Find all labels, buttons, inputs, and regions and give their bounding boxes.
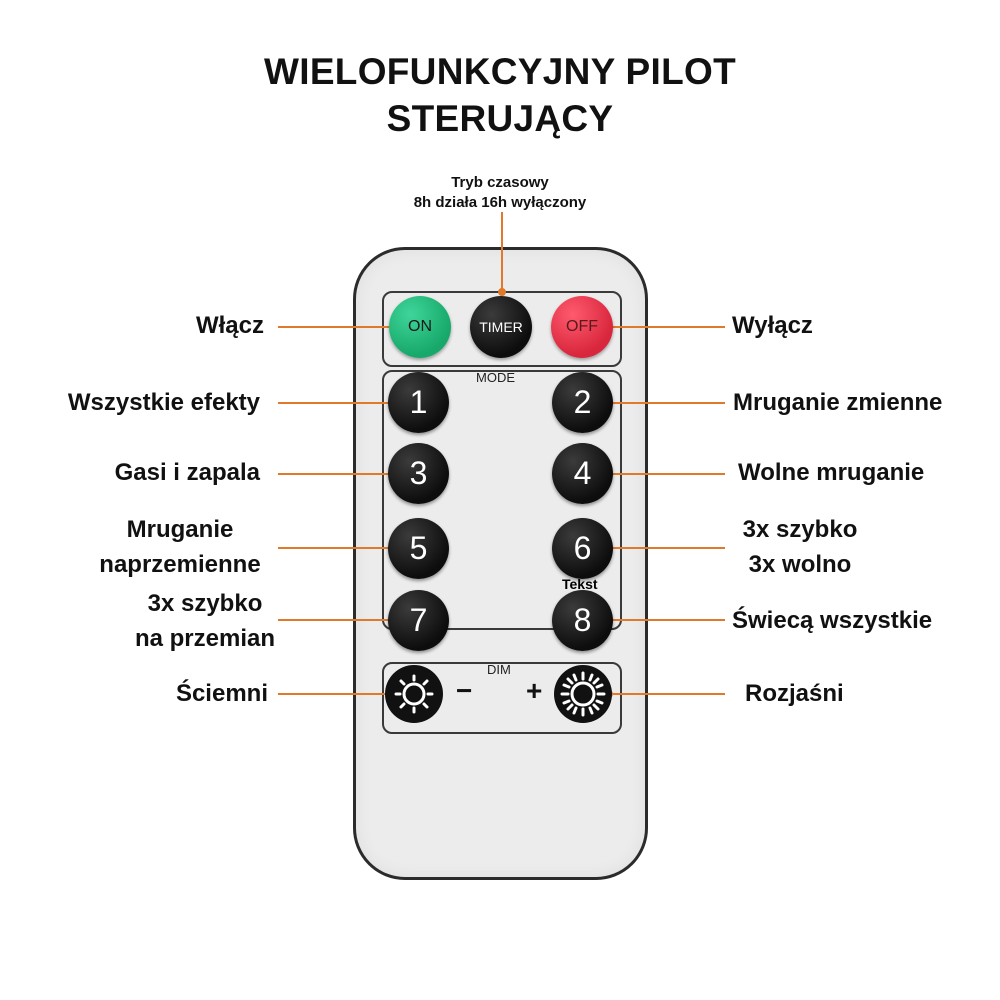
key-8-label: 8 bbox=[573, 602, 592, 638]
key-1-label: 1 bbox=[409, 384, 428, 420]
key-5-button[interactable]: 5 bbox=[388, 518, 449, 579]
dim-up-button[interactable] bbox=[554, 665, 612, 723]
key-8-button[interactable]: 8 bbox=[552, 590, 613, 651]
off-button[interactable]: OFF bbox=[551, 296, 613, 358]
label-dim-down: Ściemni bbox=[175, 680, 268, 707]
label-key-2: Mruganie zmienne bbox=[733, 389, 943, 416]
key-6-button[interactable]: 6 bbox=[552, 518, 613, 579]
title-line-2: STERUJĄCY bbox=[386, 98, 614, 139]
label-key-4: Wolne mruganie bbox=[738, 459, 925, 486]
timer-note-line-2: 8h działa 16h wyłączony bbox=[413, 194, 587, 211]
key-3-button[interactable]: 3 bbox=[388, 443, 449, 504]
label-key-6-line-1: 3x szybko bbox=[742, 516, 858, 543]
off-button-label: OFF bbox=[566, 318, 598, 335]
key-4-label: 4 bbox=[573, 455, 592, 491]
mode-label: MODE bbox=[476, 370, 515, 385]
label-key-6-line-2: 3x wolno bbox=[748, 551, 852, 578]
timer-button-label: TIMER bbox=[479, 319, 523, 335]
label-key-5-line-2: naprzemienne bbox=[99, 551, 261, 578]
key-6-label: 6 bbox=[573, 530, 592, 566]
key-2-label: 2 bbox=[573, 384, 592, 420]
timer-note-line-1: Tryb czasowy bbox=[451, 174, 549, 191]
on-button-label: ON bbox=[408, 318, 432, 335]
key-7-label: 7 bbox=[409, 602, 428, 638]
key-4-button[interactable]: 4 bbox=[552, 443, 613, 504]
dim-down-button[interactable] bbox=[385, 665, 443, 723]
key-2-button[interactable]: 2 bbox=[552, 372, 613, 433]
dim-panel bbox=[382, 662, 622, 734]
label-key-3: Gasi i zapala bbox=[114, 459, 260, 486]
minus-sign: − bbox=[456, 675, 473, 706]
key-1-button[interactable]: 1 bbox=[388, 372, 449, 433]
mode-panel bbox=[382, 370, 622, 630]
key-7-button[interactable]: 7 bbox=[388, 590, 449, 651]
label-key-8: Świecą wszystkie bbox=[732, 607, 933, 634]
on-button[interactable]: ON bbox=[389, 296, 451, 358]
label-dim-up: Rozjaśni bbox=[745, 680, 844, 707]
label-key-8-line-2: na przemian bbox=[134, 625, 276, 652]
key-5-label: 5 bbox=[409, 530, 428, 566]
sun-small-icon bbox=[394, 674, 434, 714]
label-off: Wyłącz bbox=[732, 312, 813, 339]
tekst-note: Tekst bbox=[562, 576, 598, 592]
label-key-7-line-1: 3x szybko bbox=[147, 590, 263, 617]
label-on: Włącz bbox=[195, 312, 264, 339]
timer-leader-dot bbox=[498, 288, 506, 296]
sun-large-icon bbox=[560, 671, 606, 717]
title-line-1: WIELOFUNKCYJNY PILOT bbox=[264, 51, 736, 92]
plus-sign: + bbox=[526, 675, 543, 706]
dim-label: DIM bbox=[487, 662, 511, 677]
label-key-5-line-1: Mruganie bbox=[126, 516, 234, 543]
timer-button[interactable]: TIMER bbox=[470, 296, 532, 358]
label-key-1: Wszystkie efekty bbox=[67, 389, 260, 416]
key-3-label: 3 bbox=[409, 455, 428, 491]
